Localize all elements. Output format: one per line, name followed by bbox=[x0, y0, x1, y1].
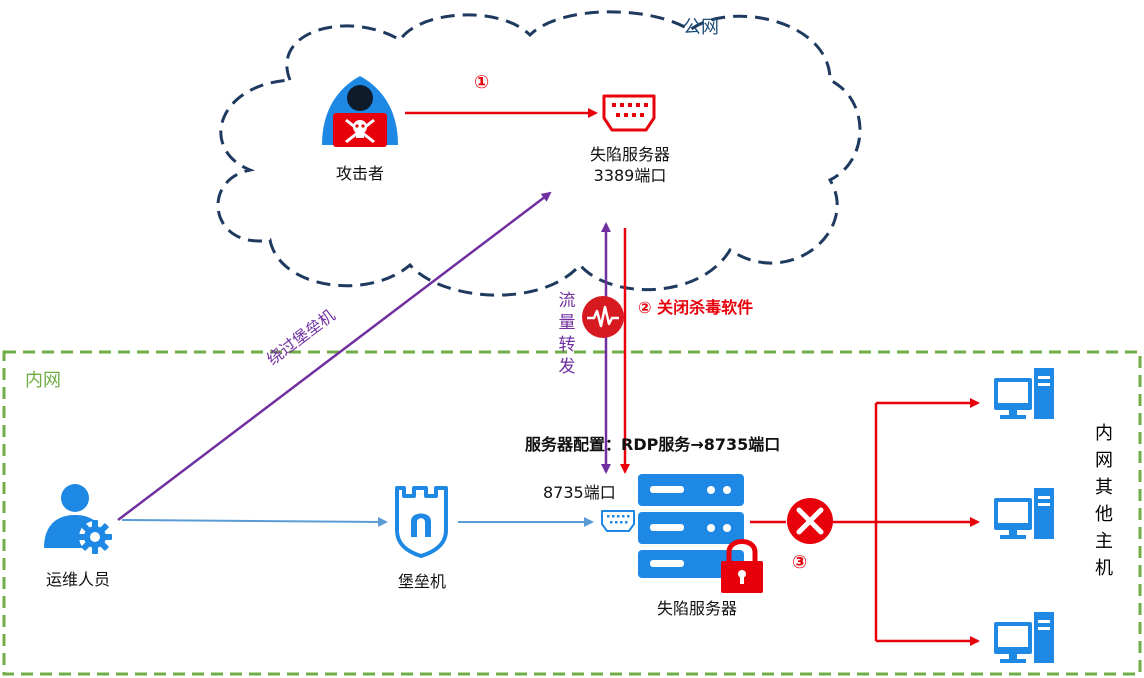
honeypot-bottom-label: 失陷服务器 bbox=[656, 599, 738, 618]
port-8735-label: 8735端口 bbox=[543, 483, 616, 502]
bastion-label: 堡垒机 bbox=[397, 572, 447, 591]
computer-icon-1 bbox=[994, 368, 1054, 419]
public-cloud bbox=[216, 10, 862, 297]
computer-icon-3 bbox=[994, 612, 1054, 663]
internal-zone-box bbox=[2, 350, 1142, 676]
honeypot-top-label-line2: 3389端口 bbox=[593, 166, 667, 185]
step2-label: ② 关闭杀毒软件 bbox=[638, 298, 754, 317]
server-config-label: 服务器配置：RDP服务→8735端口 bbox=[525, 435, 781, 454]
lock-icon bbox=[721, 539, 763, 593]
ops-label: 运维人员 bbox=[45, 570, 111, 589]
port-icon-top bbox=[602, 94, 656, 132]
step3-marker: ③ bbox=[792, 552, 808, 573]
ops-person-icon bbox=[44, 484, 112, 554]
block-x-icon bbox=[787, 498, 833, 544]
bypass-arrow bbox=[117, 191, 552, 521]
pulse-icon bbox=[582, 296, 624, 338]
honeypot-top-label-line1: 失陷服务器 bbox=[589, 145, 671, 164]
ops-to-bastion-arrow bbox=[121, 516, 388, 527]
other-hosts-label: 内网其他主机 bbox=[1095, 423, 1113, 579]
computer-icon-2 bbox=[994, 488, 1054, 539]
step1-marker: ① bbox=[474, 72, 490, 93]
hacker-icon bbox=[322, 76, 398, 147]
attacker-label: 攻击者 bbox=[335, 164, 385, 183]
bastion-castle-icon bbox=[395, 486, 448, 558]
port-icon-bottom bbox=[601, 510, 635, 532]
public-zone-label: 公网 bbox=[683, 17, 719, 38]
internal-zone-label: 内网 bbox=[25, 370, 61, 391]
server-icon bbox=[638, 474, 744, 578]
forward-label: 流量转发 bbox=[558, 291, 576, 377]
